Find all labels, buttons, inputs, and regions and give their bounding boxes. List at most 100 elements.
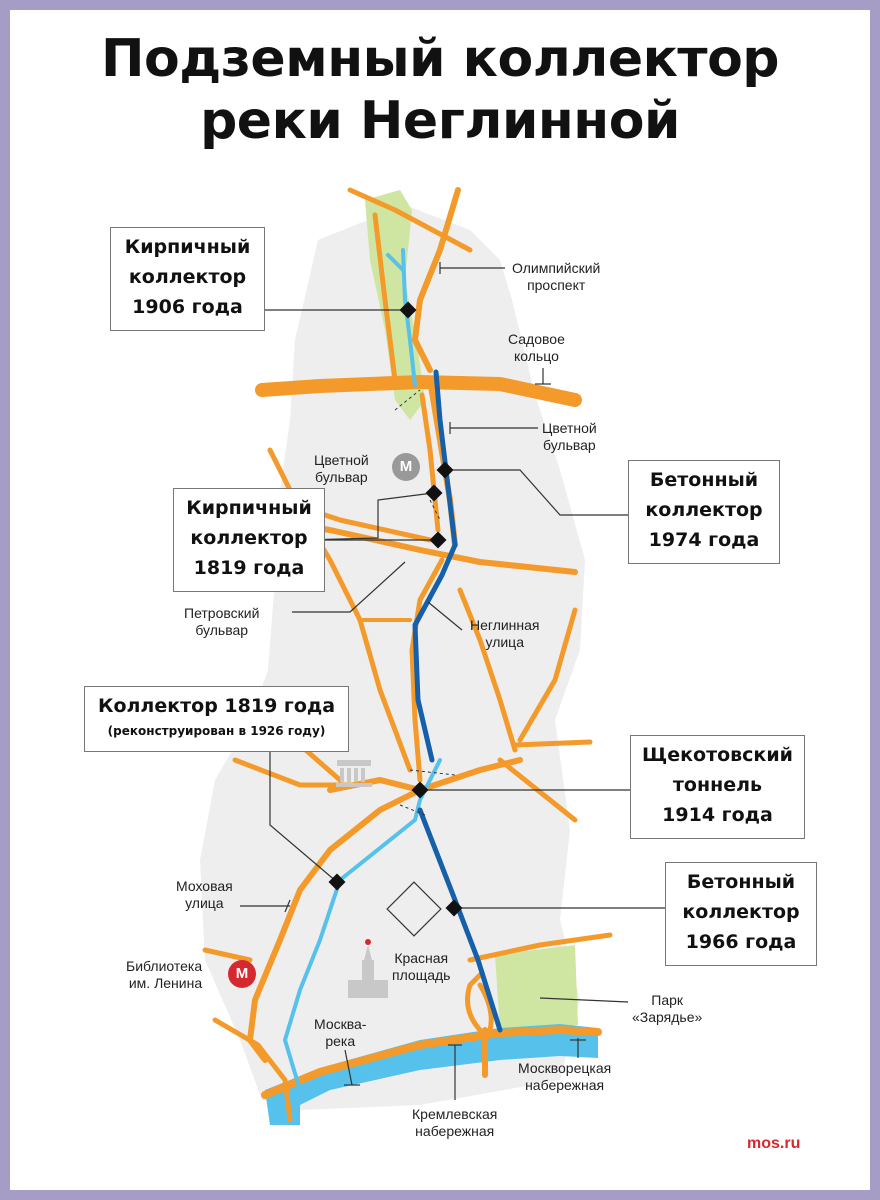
leader-1926 — [269, 752, 338, 883]
callout-1914: Щекотовский тоннель 1914 года — [630, 735, 805, 839]
label-tsvetnoy-metro-l2: бульвар — [315, 469, 368, 485]
label-sadovoe-l1: Садовое — [508, 331, 565, 347]
label-petrovsky-l2: бульвар — [195, 622, 249, 638]
label-kremlevskaya-l2: набережная — [415, 1123, 495, 1139]
tick-mokhovaya — [284, 899, 291, 913]
label-mokhovaya-l1: Моховая — [176, 878, 233, 894]
collector-line — [412, 369, 503, 1033]
square-outline — [386, 881, 442, 937]
callout-1966-l1: Бетонный — [686, 871, 796, 893]
node-1914 — [411, 781, 429, 799]
label-sadovoe: Садовое кольцо — [508, 331, 565, 365]
moskva-river — [265, 1024, 598, 1125]
label-kremlevskaya: Кремлевская набережная — [412, 1106, 497, 1140]
callout-1906-l2: коллектор — [128, 266, 247, 288]
road-mokhovaya — [247, 787, 423, 1063]
label-mokhovaya-l2: улица — [185, 895, 224, 911]
road-west-4 — [212, 1017, 293, 1123]
road-east-2 — [517, 607, 578, 743]
label-moskva-reka-l2: река — [325, 1033, 356, 1049]
label-zaryadye-l1: Парк — [651, 992, 684, 1008]
label-petrovsky: Петровский бульвар — [184, 605, 259, 639]
kremlin-tower-icon — [348, 945, 388, 998]
brand-mark[interactable]: mos.ru — [747, 1135, 801, 1152]
tower-wall — [348, 980, 388, 998]
callout-1819-l1: Кирпичный — [186, 497, 312, 519]
callout-1914-l2: тоннель — [672, 774, 763, 796]
title-line-2: реки Неглинной — [200, 91, 680, 151]
node-1819-a — [425, 484, 443, 502]
label-moskvoretskaya-l2: набережная — [525, 1077, 605, 1093]
callout-1819-l2: коллектор — [190, 527, 308, 549]
metro-tsvetnoy-icon: М — [392, 453, 420, 481]
label-tsvetnoy-blvd-l2: бульвар — [543, 437, 596, 453]
theatre-col-1 — [340, 768, 344, 782]
road-north-a — [347, 187, 473, 253]
dash-2 — [409, 769, 456, 776]
callout-1966: Бетонный коллектор 1966 года — [665, 862, 817, 966]
city-area — [200, 205, 585, 1110]
label-biblioteka: Библиотека им. Ленина — [126, 958, 202, 992]
callout-1926-l1: Коллектор 1819 года — [97, 695, 336, 717]
road-west-1 — [232, 757, 353, 788]
label-zaryadye: Парк «Зарядье» — [632, 992, 702, 1026]
node-1926 — [328, 873, 346, 891]
node-1819-b — [429, 531, 447, 549]
road-zaryadye-n — [467, 932, 613, 963]
label-moskvoretskaya-l1: Москворецкая — [518, 1060, 612, 1076]
label-petrovsky-l1: Петровский — [184, 605, 260, 621]
label-krasnaya-l1: Красная — [394, 950, 449, 966]
callout-1974: Бетонный коллектор 1974 года — [628, 460, 780, 564]
collector-upper — [412, 369, 458, 763]
label-krasnaya: Красная площадь — [392, 950, 450, 984]
callout-1914-l1: Щекотовский — [642, 744, 793, 766]
neglinnaya-river — [283, 248, 442, 1092]
label-biblioteka-l2: им. Ленина — [128, 975, 203, 991]
road-tsvetnoy-b — [419, 392, 441, 533]
node-1906 — [399, 301, 417, 319]
label-neglinnaya-l1: Неглинная — [470, 617, 540, 633]
label-biblioteka-l1: Библиотека — [126, 958, 203, 974]
theatre-base — [336, 783, 372, 787]
river-upper — [401, 248, 417, 387]
label-zaryadye-l2: «Зарядье» — [632, 1009, 703, 1025]
dash-1 — [394, 389, 421, 411]
callout-1966-l3: 1966 года — [685, 931, 797, 953]
road-network — [202, 187, 613, 1123]
title-line-1: Подземный коллектор — [100, 29, 780, 89]
label-krasnaya-l2: площадь — [392, 967, 451, 983]
theatre-icon — [336, 760, 372, 787]
leader-1819 — [304, 492, 434, 541]
callout-1819-l3: 1819 года — [193, 557, 305, 579]
collector-lower — [417, 807, 503, 1033]
road-zaryadye-loop — [465, 972, 494, 1033]
kremlin-star-icon — [365, 939, 371, 945]
park-zaryadye — [495, 945, 578, 1030]
callout-1819: Кирпичный коллектор 1819 года — [173, 488, 325, 592]
road-north-b — [372, 212, 398, 383]
road-east-3 — [512, 739, 593, 748]
dash-3 — [399, 804, 426, 816]
label-tsvetnoy-metro-l1: Цветной — [314, 452, 369, 468]
poster-title: Подземный коллектор реки Неглинной — [0, 28, 880, 152]
dashed-markers — [394, 389, 456, 816]
river-lower — [283, 758, 442, 1092]
leader-petrovsky — [292, 561, 406, 613]
label-olimpiysky-l2: проспект — [527, 277, 586, 293]
callout-1926: Коллектор 1819 года (реконструирован в 1… — [84, 686, 349, 752]
node-1966 — [445, 899, 463, 917]
label-kremlevskaya-l1: Кремлевская — [412, 1106, 498, 1122]
label-moskvoretskaya: Москворецкая набережная — [518, 1060, 611, 1094]
label-mokhovaya: Моховая улица — [176, 878, 233, 912]
callout-1974-l2: коллектор — [645, 499, 763, 521]
road-west-3 — [202, 947, 253, 963]
label-neglinnaya: Неглинная улица — [470, 617, 540, 651]
tower-spire — [364, 945, 372, 960]
callout-1914-l3: 1914 года — [662, 804, 773, 826]
callout-1926-l2: (реконструирован в 1926 году) — [107, 724, 326, 738]
theatre-col-3 — [354, 768, 358, 782]
label-tsvetnoy-metro: Цветной бульвар — [314, 452, 369, 486]
callout-1906-l1: Кирпичный — [124, 236, 251, 258]
leader-neglinnaya — [427, 601, 463, 631]
